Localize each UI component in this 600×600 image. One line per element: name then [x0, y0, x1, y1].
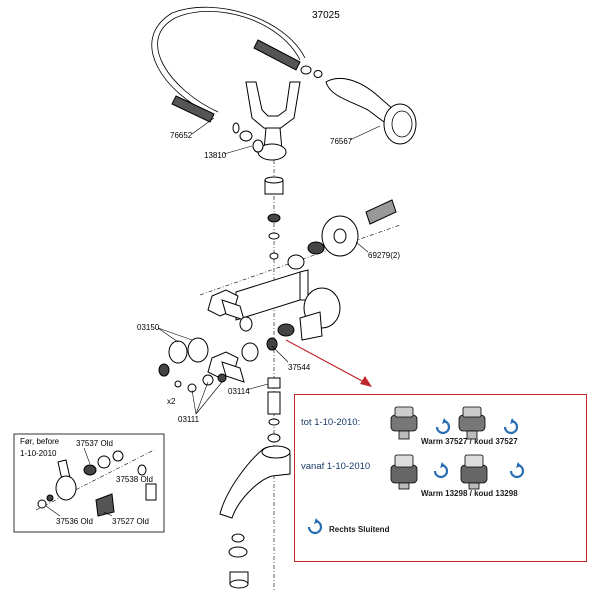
bath-spout	[219, 445, 291, 519]
old-parts-inset: Før, before 1-10-2010 37537 Old 37538 Ol…	[13, 433, 165, 533]
spout-bottom	[228, 533, 249, 589]
model-number: 37025	[312, 10, 340, 21]
labels: 76652 76567 13810 69279(2) 03150 37544 0…	[137, 117, 400, 424]
wall-flange	[287, 199, 397, 270]
row1-label: tot 1-10-2010:	[301, 417, 361, 428]
row2-caption: Warm 13298 / koud 13298	[421, 489, 518, 498]
row1-caption: Warm 37527 / koud 37527	[421, 437, 518, 446]
label-wall-flange: 69279(2)	[368, 251, 400, 260]
rotate-icon-2	[503, 418, 519, 435]
diverter-parts	[267, 377, 281, 443]
label-hand-shower: 76567	[330, 137, 353, 146]
shower-hose	[151, 6, 323, 123]
rotate-icon-1	[435, 418, 451, 435]
inset-label-top: 37537 Old	[76, 439, 113, 448]
inset-title-line1: Før, before	[20, 437, 60, 446]
riser-fittings	[264, 176, 284, 260]
cartridge-old-warm	[390, 406, 418, 440]
cartridge-old-cold	[458, 406, 486, 440]
shower-holder	[232, 81, 301, 161]
handle-caps	[158, 337, 227, 393]
info-graphics	[307, 406, 525, 535]
bottom-cross-handle	[207, 337, 278, 383]
cartridge-info-box: tot 1-10-2010: Warm 37527 / koud 37527 v…	[294, 394, 587, 562]
label-quantity: x2	[167, 397, 176, 406]
label-handle: 03150	[137, 323, 160, 332]
mixer-body	[235, 269, 341, 341]
pointer-arrow	[285, 339, 372, 387]
hand-shower	[325, 78, 417, 145]
label-seal: 03114	[228, 387, 250, 396]
top-cross-handle	[207, 289, 253, 332]
legend-rotate-icon	[307, 518, 323, 535]
rotate-icon-3	[433, 462, 449, 479]
cartridge-new-warm	[390, 454, 418, 490]
rotate-icon-4	[509, 462, 525, 479]
label-cartridge: 37544	[288, 363, 311, 372]
legend-label: Rechts Sluitend	[329, 525, 390, 534]
row2-label: vanaf 1-10-2010	[301, 461, 371, 472]
inset-label-right: 37527 Old	[112, 517, 149, 526]
label-holder: 13810	[204, 151, 227, 160]
inset-label-left: 37536 Old	[56, 517, 93, 526]
inset-title-line2: 1-10-2010	[20, 449, 57, 458]
label-small-parts: 03111	[178, 415, 200, 424]
cartridge-new-cold	[460, 454, 488, 490]
inset-label-mid: 37538 Old	[116, 475, 153, 484]
label-hose: 76652	[170, 131, 193, 140]
